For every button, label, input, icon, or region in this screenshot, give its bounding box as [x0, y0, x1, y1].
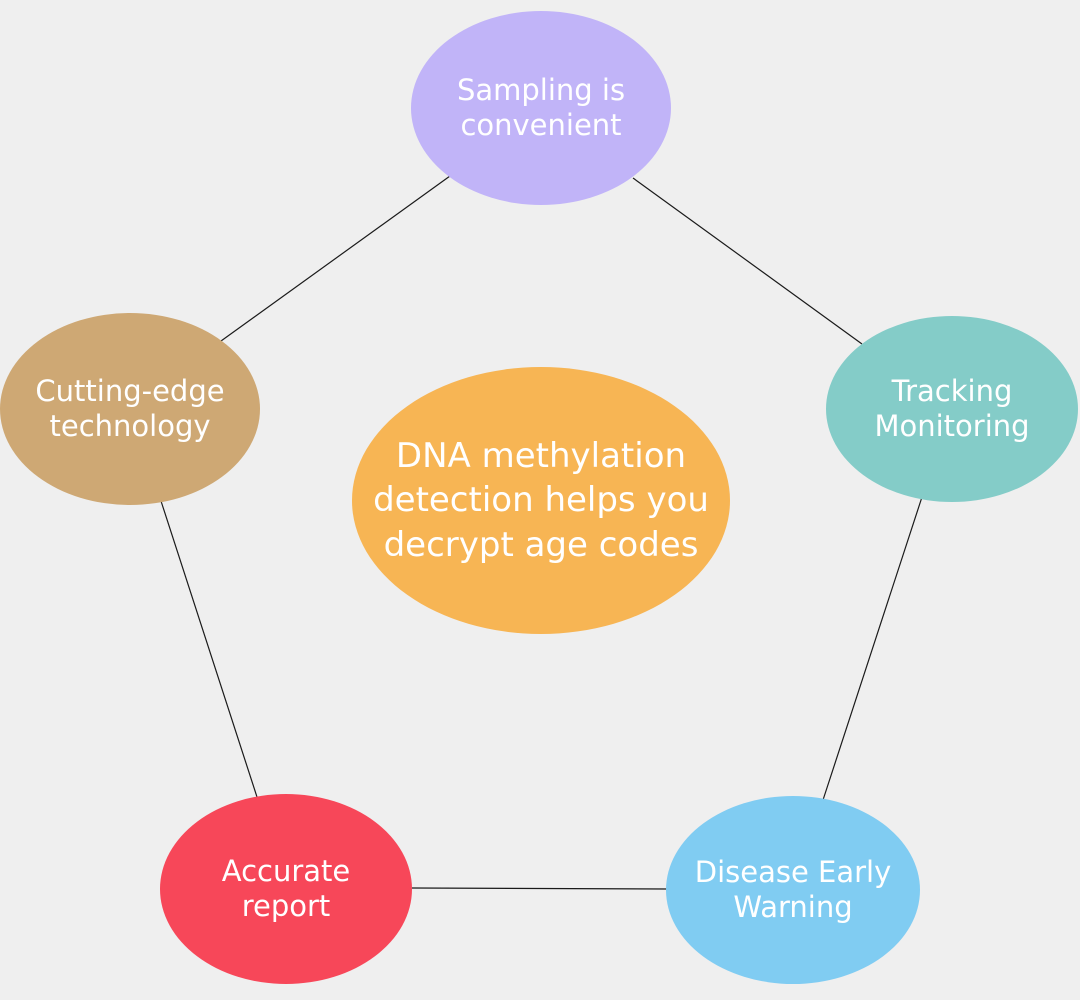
node-sampling-convenient: Sampling is convenient — [411, 11, 671, 205]
node-label: Disease Early Warning — [694, 854, 892, 924]
connector-bottom-left-left — [160, 500, 258, 798]
center-label: DNA methylation detection helps you decr… — [373, 436, 709, 565]
node-accurate-report: Accurate report — [160, 794, 412, 984]
center-node: DNA methylation detection helps you decr… — [352, 367, 730, 634]
node-label: Tracking Monitoring — [874, 373, 1030, 443]
node-tracking-monitoring: Tracking Monitoring — [826, 316, 1078, 502]
node-disease-early-warning: Disease Early Warning — [666, 796, 920, 984]
node-label: Cutting-edge technology — [35, 373, 225, 443]
node-label: Sampling is convenient — [456, 72, 626, 142]
connector-right-bottom-right — [822, 496, 923, 801]
node-cutting-edge-technology: Cutting-edge technology — [0, 313, 260, 505]
connector-bottom-right-bottom-left — [411, 887, 669, 890]
connector-left-top — [220, 175, 451, 342]
connector-top-right — [632, 177, 863, 345]
node-label: Accurate report — [221, 853, 351, 923]
